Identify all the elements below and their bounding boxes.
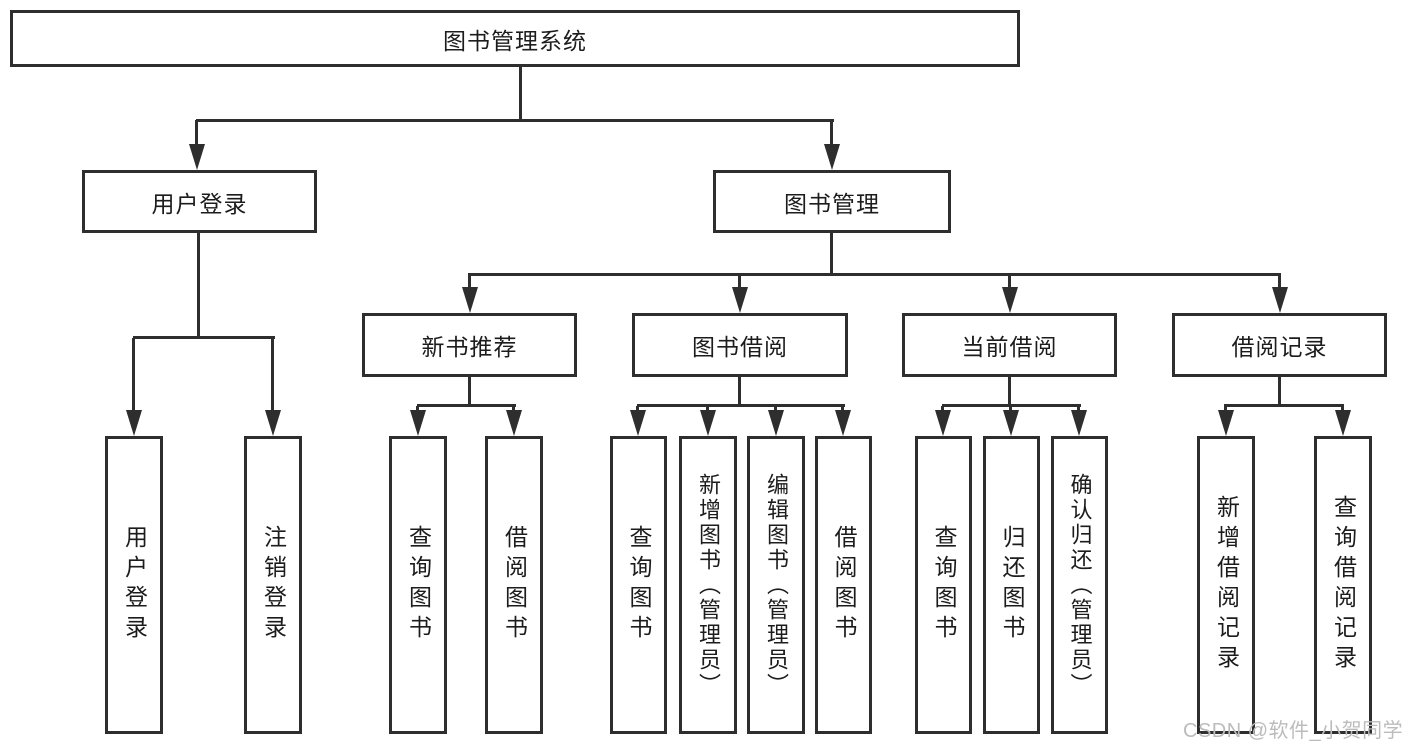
node-library-management-system: 图书管理系统	[10, 10, 1020, 67]
node-book-borrowing: 图书借阅	[632, 313, 848, 377]
leaf-label: 用户登录	[121, 525, 148, 645]
node-label: 图书借阅	[692, 334, 788, 360]
connector-user-login-bus	[133, 336, 275, 339]
connector-user-login-stem	[197, 232, 200, 339]
arrow-down-icon	[1272, 275, 1288, 313]
arrow-down-icon	[700, 406, 716, 436]
connector-group1-stem	[738, 376, 741, 407]
csdn-watermark: CSDN @软件_小贺同学	[1183, 720, 1404, 742]
leaf-label: 编辑图书（管理员）	[764, 472, 789, 698]
connector-group1-bus	[637, 404, 845, 407]
leaf-add-books-admin: 新增图书（管理员）	[679, 436, 737, 734]
node-label: 当前借阅	[961, 334, 1058, 360]
node-label: 借阅记录	[1231, 334, 1328, 360]
connector-level3-bus	[468, 273, 1281, 276]
leaf-query-borrow-record: 查询借阅记录	[1314, 436, 1372, 734]
node-label: 用户登录	[151, 190, 248, 217]
leaf-label: 借阅图书	[831, 525, 857, 645]
node-current-borrowing: 当前借阅	[902, 313, 1117, 377]
node-new-book-recommendation: 新书推荐	[362, 313, 577, 377]
leaf-query-books: 查询图书	[610, 436, 667, 734]
connector-book-management-stem	[830, 232, 833, 276]
node-book-management: 图书管理	[713, 170, 951, 233]
arrow-down-icon	[265, 338, 281, 436]
connector-group3-stem	[1278, 376, 1281, 407]
arrow-down-icon	[410, 406, 426, 436]
node-user-login: 用户登录	[82, 170, 317, 233]
leaf-label: 查询图书	[626, 525, 652, 645]
leaf-borrow-books: 借阅图书	[485, 436, 543, 734]
node-label: 新书推荐	[421, 334, 518, 360]
leaf-label: 查询借阅记录	[1330, 495, 1357, 675]
leaf-label: 注销登录	[260, 525, 287, 645]
arrow-down-icon	[1335, 406, 1351, 436]
connector-group0-stem	[468, 376, 471, 407]
node-label: 图书管理	[784, 190, 880, 217]
leaf-label: 新增图书（管理员）	[696, 472, 721, 698]
arrow-down-icon	[1003, 406, 1019, 436]
leaf-add-borrow-record: 新增借阅记录	[1197, 436, 1255, 734]
arrow-down-icon	[732, 275, 748, 313]
connector-level2-bus	[196, 119, 834, 122]
arrow-down-icon	[630, 406, 646, 436]
arrow-down-icon	[824, 120, 840, 170]
leaf-confirm-return-admin: 确认归还（管理员）	[1051, 436, 1108, 734]
connector-group0-bus	[417, 404, 516, 407]
leaf-label: 查询图书	[931, 525, 957, 645]
leaf-label: 查询图书	[405, 525, 432, 645]
arrow-down-icon	[835, 406, 851, 436]
arrow-down-icon	[768, 406, 784, 436]
leaf-label: 确认归还（管理员）	[1067, 472, 1093, 698]
arrow-down-icon	[1002, 275, 1018, 313]
leaf-query-books: 查询图书	[915, 436, 972, 734]
node-borrowing-records: 借阅记录	[1172, 313, 1387, 377]
leaf-logout: 注销登录	[244, 436, 302, 734]
arrow-down-icon	[462, 275, 478, 313]
leaf-label: 归还图书	[999, 525, 1025, 645]
leaf-edit-books-admin: 编辑图书（管理员）	[747, 436, 805, 734]
leaf-label: 新增借阅记录	[1213, 495, 1240, 675]
leaf-user-login: 用户登录	[105, 436, 163, 734]
leaf-query-books: 查询图书	[389, 436, 447, 734]
connector-group2-bus	[942, 404, 1081, 407]
arrow-down-icon	[506, 406, 522, 436]
arrow-down-icon	[935, 406, 951, 436]
connector-group2-stem	[1008, 376, 1011, 407]
arrow-down-icon	[1218, 406, 1234, 436]
connector-group3-bus	[1224, 404, 1344, 407]
arrow-down-icon	[126, 338, 142, 436]
node-label: 图书管理系统	[443, 27, 587, 54]
arrow-down-icon	[189, 120, 205, 170]
connector-root-stem	[519, 67, 522, 121]
leaf-label: 借阅图书	[501, 525, 528, 645]
arrow-down-icon	[1071, 406, 1087, 436]
leaf-borrow-books: 借阅图书	[815, 436, 872, 734]
leaf-return-books: 归还图书	[983, 436, 1040, 734]
